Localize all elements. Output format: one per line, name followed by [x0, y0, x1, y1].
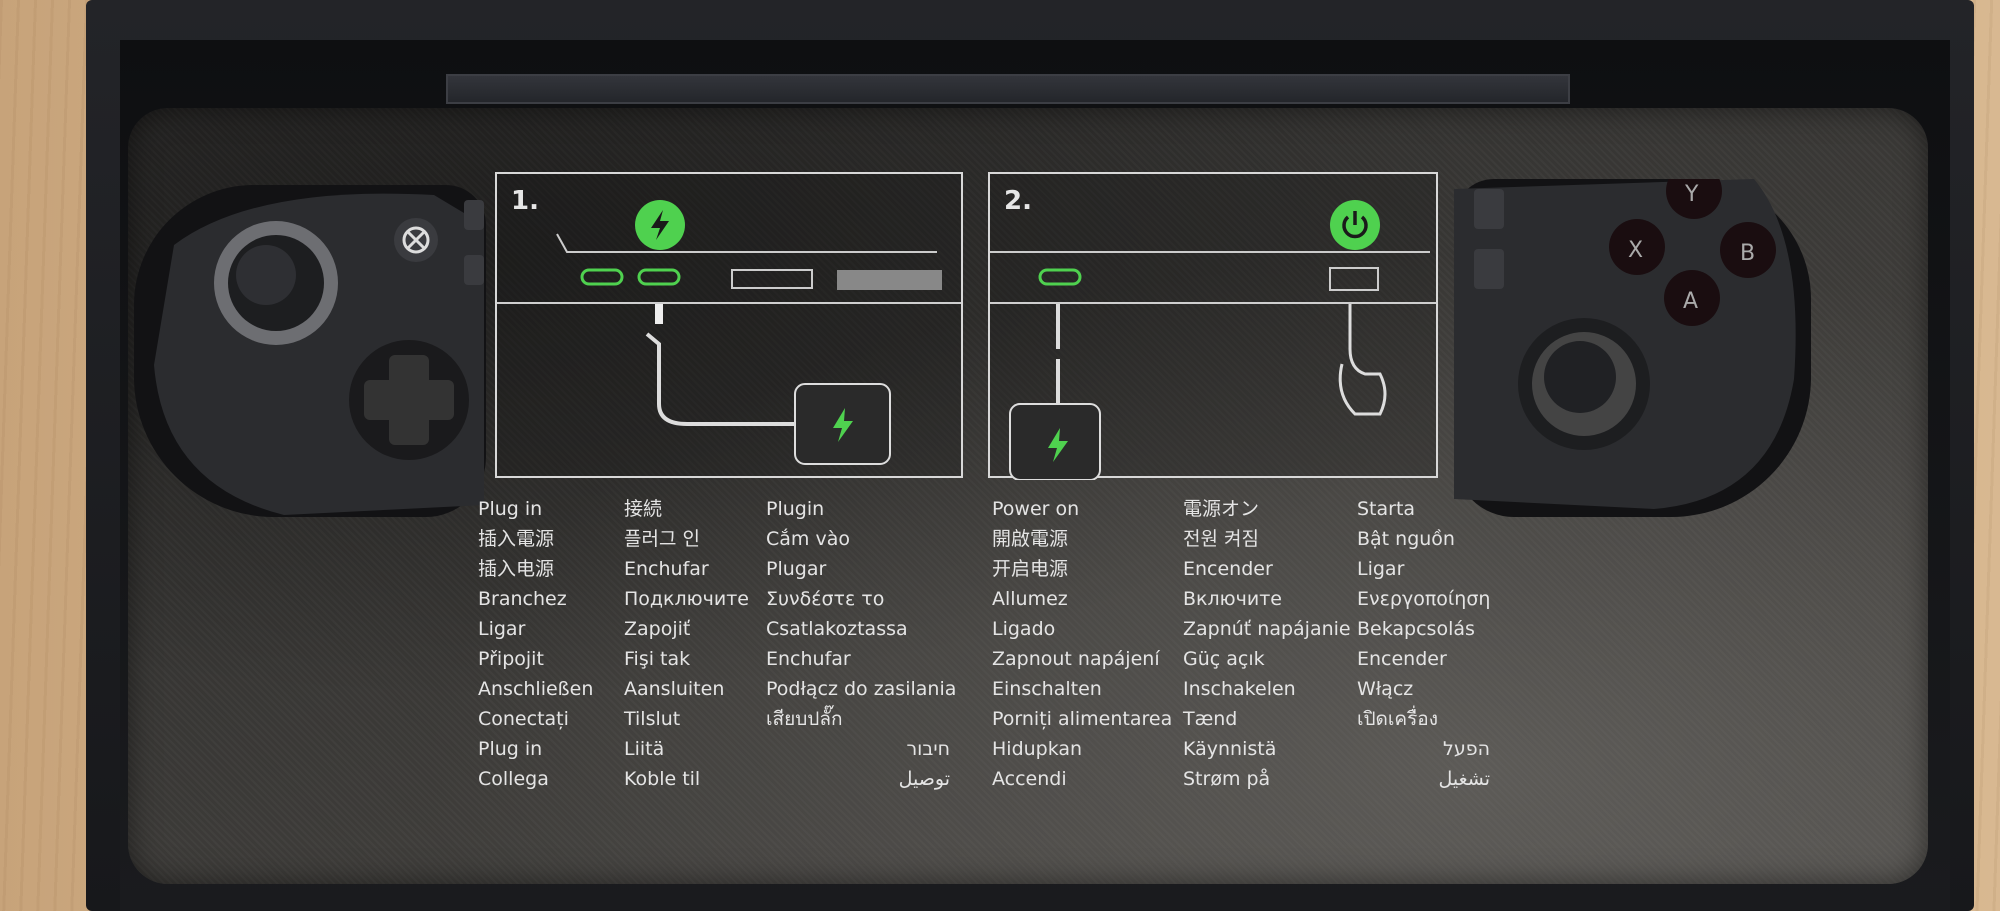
translation: Tilslut: [624, 708, 681, 730]
translation: تشغيل: [1438, 768, 1490, 790]
translation: 接続: [624, 498, 663, 520]
translation: เสียบปลั๊ก: [766, 708, 843, 730]
translation: Enchufar: [766, 648, 851, 670]
plug-in-rtl-column: חיבור توصيل: [860, 734, 950, 794]
translation: Plug in: [478, 498, 543, 520]
translation: Podłącz do zasilania: [766, 678, 957, 700]
translation: Ενεργοποίηση: [1357, 588, 1491, 610]
translation: Zapojiť: [624, 618, 691, 640]
a-button: A: [1683, 289, 1698, 314]
translation: Zapnúť napájanie: [1183, 618, 1351, 640]
translation: Accendi: [992, 768, 1067, 790]
translation: Branchez: [478, 588, 567, 610]
translation: Ligado: [992, 618, 1056, 640]
translation: Fişi tak: [624, 648, 691, 670]
translation: 전원 켜짐: [1183, 528, 1259, 550]
translation: Strøm på: [1183, 768, 1271, 790]
translation: Plugar: [766, 558, 827, 580]
translation: Plugin: [766, 498, 825, 520]
translation: 插入電源: [478, 528, 555, 550]
y-button: Y: [1684, 182, 1699, 207]
translation: Käynnistä: [1183, 738, 1277, 760]
translation: Liitä: [624, 738, 665, 760]
step-number: 2.: [1004, 186, 1032, 216]
translation: Plug in: [478, 738, 543, 760]
translation: Ligar: [478, 618, 526, 640]
translation: Hidupkan: [992, 738, 1083, 760]
power-on-rtl-column: הפעל تشغيل: [1400, 734, 1490, 794]
translation: Bekapcsolás: [1357, 618, 1475, 640]
b-button: B: [1740, 241, 1755, 266]
translation: Porniți alimentarea: [992, 708, 1173, 730]
translation: Aansluiten: [624, 678, 725, 700]
translation: توصيل: [898, 768, 950, 790]
translation: Bật nguồn: [1357, 528, 1455, 550]
translation: Подключите: [624, 588, 749, 610]
translation: Koble til: [624, 768, 701, 790]
translation: 开启电源: [992, 558, 1069, 580]
left-controller: [134, 185, 486, 517]
translation: Encender: [1183, 558, 1273, 580]
translation: Inschakelen: [1183, 678, 1296, 700]
translation: Güç açık: [1183, 648, 1265, 670]
left-controller-graphic: [154, 193, 484, 516]
step-1-plug-in-diagram: 1.: [495, 172, 963, 478]
hand-pointer-icon: [1338, 304, 1387, 416]
translation: 플러그 인: [624, 528, 700, 550]
translation: Ligar: [1357, 558, 1405, 580]
translation: חיבור: [906, 738, 950, 760]
translation: Anschließen: [478, 678, 594, 700]
translation: Enchufar: [624, 558, 709, 580]
translation: Conectați: [478, 708, 569, 730]
battery-bolt-icon: [1048, 428, 1068, 462]
translation: הפעל: [1443, 738, 1490, 760]
translation: Συνδέστε το: [766, 588, 885, 610]
translation: 開啟電源: [992, 528, 1069, 550]
translation: Einschalten: [992, 678, 1102, 700]
translation: Power on: [992, 498, 1080, 520]
translation: Cắm vào: [766, 528, 850, 550]
step-2-power-on-diagram: 2.: [988, 172, 1438, 480]
translation: Starta: [1357, 498, 1416, 520]
power-button-illustration: [990, 251, 1430, 480]
right-controller: Y X B A: [1454, 163, 1811, 517]
power-icon: [1330, 200, 1380, 250]
translation: Csatlakoztassa: [766, 618, 908, 640]
box-slot: [446, 74, 1570, 104]
translation: Collega: [478, 768, 549, 790]
translation: 插入电源: [478, 558, 555, 580]
translation: Włącz: [1357, 678, 1414, 700]
translation: Zapnout napájení: [992, 648, 1160, 670]
translation: 電源オン: [1183, 498, 1260, 520]
step-number: 1.: [511, 186, 539, 216]
translation: Encender: [1357, 648, 1447, 670]
x-button: X: [1628, 238, 1643, 263]
translation: Allumez: [992, 588, 1068, 610]
charger-bolt-icon: [833, 408, 853, 442]
translation: Připojit: [478, 648, 544, 670]
usb-c-charging-illustration: [556, 233, 942, 465]
translation: Tænd: [1183, 708, 1238, 730]
lightning-bolt-icon: [635, 200, 685, 250]
translation: Включите: [1183, 588, 1282, 610]
xbox-icon: [394, 218, 438, 262]
translation: เปิดเครื่อง: [1357, 708, 1438, 730]
